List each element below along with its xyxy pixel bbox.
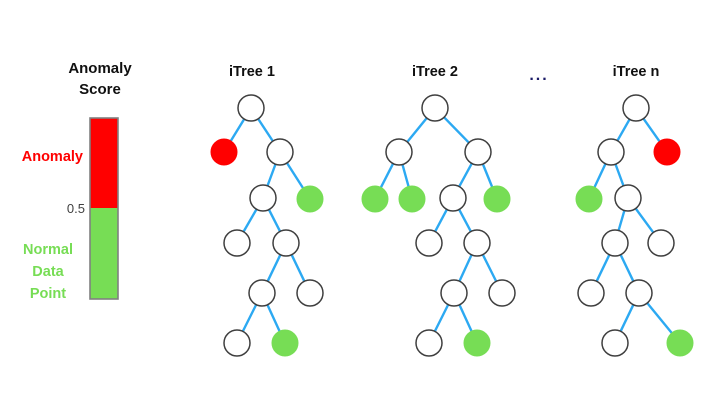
tree-node-normal[interactable] <box>398 185 426 213</box>
tree-node-normal[interactable] <box>575 185 603 213</box>
tree-node-internal[interactable] <box>249 184 277 212</box>
tree-node-normal[interactable] <box>666 329 694 357</box>
legend-label-normal-line3: Point <box>30 286 66 302</box>
tree-edge <box>265 162 278 188</box>
tree-edge <box>400 162 411 189</box>
tree-node-normal[interactable] <box>296 185 324 213</box>
tree-node-internal[interactable] <box>385 138 413 166</box>
tree-node-anomaly[interactable] <box>653 138 681 166</box>
tree-edge <box>613 162 626 188</box>
legend-title-line2: Score <box>79 81 121 98</box>
tree-edge <box>594 252 612 284</box>
tree-edge <box>442 115 471 145</box>
itree-2: iTree 2 <box>361 64 516 357</box>
tree-node-internal[interactable] <box>463 229 491 257</box>
tree-edge <box>265 252 283 284</box>
tree-node-internal[interactable] <box>597 138 625 166</box>
tree-edge <box>256 116 275 144</box>
bar-outline <box>89 117 119 300</box>
tree-node-internal[interactable] <box>296 279 324 307</box>
tree-node-internal[interactable] <box>266 138 294 166</box>
trees-ellipsis: ... <box>529 67 548 84</box>
itree-title: iTree n <box>613 64 660 80</box>
tree-node-internal[interactable] <box>647 229 675 257</box>
tree-edge <box>618 252 636 284</box>
legend-label-normal-line1: Normal <box>23 242 73 258</box>
tree-edges <box>229 116 307 334</box>
tree-edge <box>229 117 246 143</box>
tree-edge <box>618 302 636 334</box>
tree-edge <box>645 301 674 335</box>
tree-node-internal[interactable] <box>440 279 468 307</box>
tree-edge <box>592 161 608 190</box>
itree-title: iTree 1 <box>229 64 275 80</box>
legend-label-normal-line2: Data <box>32 264 64 280</box>
tree-edge <box>633 206 656 235</box>
tree-edge <box>457 207 473 234</box>
tree-edge <box>285 160 305 191</box>
tree-node-internal[interactable] <box>421 94 449 122</box>
trees-layer: iTree 1 iTree 2 iTree n <box>210 64 694 357</box>
tree-edge <box>289 252 307 284</box>
tree-edge <box>457 161 474 189</box>
tree-edge <box>265 302 282 334</box>
tree-node-internal[interactable] <box>625 279 653 307</box>
tree-node-internal[interactable] <box>415 229 443 257</box>
tree-node-internal[interactable] <box>415 329 443 357</box>
legend-threshold-tick: 0.5 <box>67 201 85 216</box>
tree-edge <box>617 208 626 233</box>
tree-edge <box>433 302 450 334</box>
legend-label-anomaly: Anomaly <box>22 149 83 165</box>
tree-node-normal[interactable] <box>361 185 389 213</box>
tree-node-anomaly[interactable] <box>210 138 238 166</box>
tree-edges <box>592 116 674 335</box>
tree-node-internal[interactable] <box>577 279 605 307</box>
tree-edge <box>379 161 395 190</box>
tree-node-internal[interactable] <box>223 329 251 357</box>
score-color-bar <box>89 117 119 300</box>
tree-edge <box>615 117 632 143</box>
tree-node-internal[interactable] <box>237 94 265 122</box>
tree-node-internal[interactable] <box>601 329 629 357</box>
tree-node-internal[interactable] <box>488 279 516 307</box>
itree-3: iTree n <box>575 64 694 357</box>
tree-node-internal[interactable] <box>248 279 276 307</box>
bar-segment-normal <box>90 208 118 299</box>
tree-node-internal[interactable] <box>272 229 300 257</box>
tree-node-internal[interactable] <box>464 138 492 166</box>
legend-title-line1: Anomaly <box>68 60 132 77</box>
anomaly-score-legend: Anomaly Score Anomaly 0.5 Normal Data Po… <box>22 60 133 302</box>
tree-node-internal[interactable] <box>614 184 642 212</box>
tree-edge <box>241 302 258 334</box>
tree-node-normal[interactable] <box>271 329 299 357</box>
tree-node-normal[interactable] <box>483 185 511 213</box>
tree-node-internal[interactable] <box>622 94 650 122</box>
itree-title: iTree 2 <box>412 64 458 80</box>
tree-node-normal[interactable] <box>463 329 491 357</box>
tree-node-internal[interactable] <box>601 229 629 257</box>
tree-edge <box>433 207 449 234</box>
tree-edge <box>641 116 662 144</box>
tree-edge <box>481 161 494 190</box>
tree-edge <box>405 116 429 144</box>
itree-1: iTree 1 <box>210 64 324 357</box>
tree-node-internal[interactable] <box>223 229 251 257</box>
tree-node-internal[interactable] <box>439 184 467 212</box>
tree-edge <box>267 207 282 234</box>
tree-edge <box>457 252 474 284</box>
tree-edge <box>457 302 474 334</box>
tree-edge <box>241 207 259 234</box>
bar-segment-anomaly <box>90 118 118 208</box>
tree-edge <box>481 252 498 284</box>
tree-edges <box>379 115 498 334</box>
